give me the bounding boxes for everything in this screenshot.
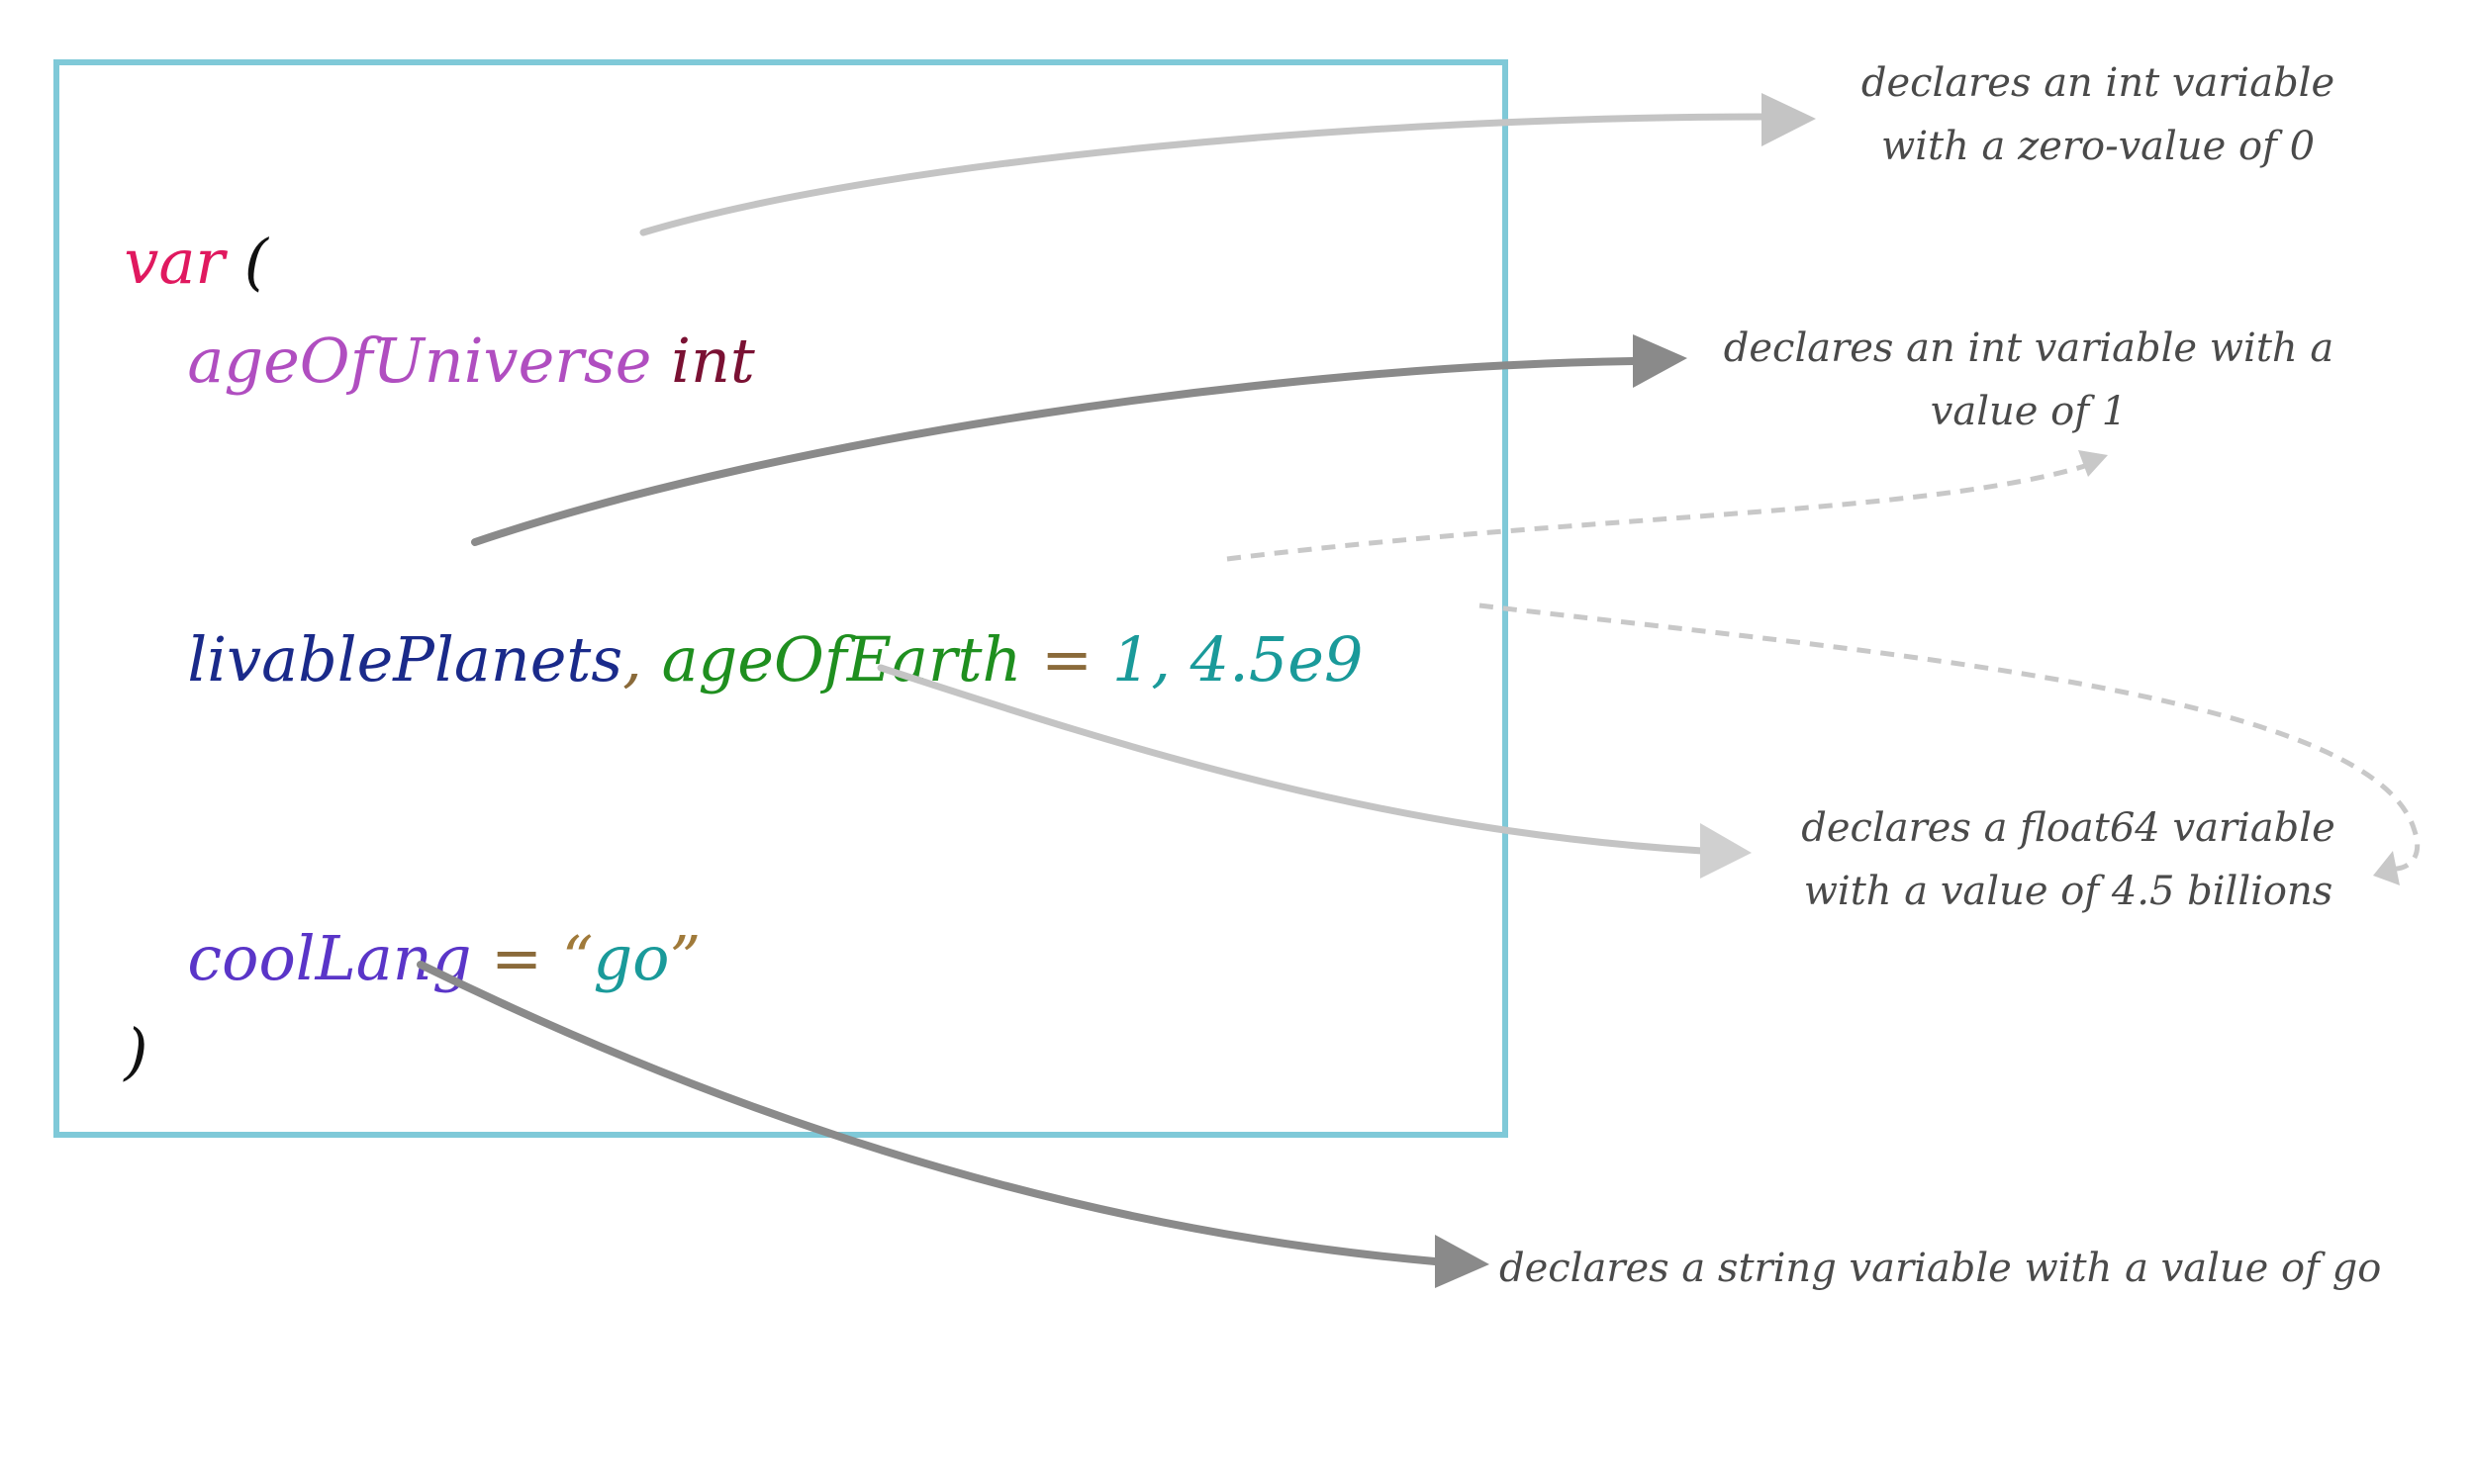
- open-paren: (: [243, 226, 268, 298]
- close-paren: ): [124, 1015, 148, 1087]
- arrow-age-of-universe: [639, 113, 1765, 236]
- arrowhead-2: [1633, 334, 1687, 388]
- assign-operator-2: =: [491, 922, 543, 994]
- arrowhead-1: [1761, 93, 1816, 146]
- arrow-value-4-5e9: [1478, 603, 2421, 872]
- arrow-age-of-earth: [877, 664, 1706, 855]
- arrowhead-5: [2373, 851, 2400, 885]
- arrowhead-3: [2078, 450, 2108, 477]
- code-line-cool-lang: coolLang = “go”: [148, 867, 701, 989]
- literal-values: 1, 4.5e9: [1111, 623, 1364, 696]
- code-block-frame: [53, 59, 1508, 1138]
- annotation-livable-planets: declares an int variable with a value of…: [1723, 325, 2334, 434]
- arrow-value-1: [1226, 462, 2089, 562]
- identifier-cool-lang: coolLang: [187, 922, 472, 994]
- arrowhead-4: [1700, 823, 1752, 879]
- identifier-livable-planets: livablePlanets: [187, 623, 623, 696]
- code-line-age-of-universe: ageOfUniverse int: [148, 269, 754, 392]
- string-literal-go: go: [593, 922, 670, 994]
- open-quote: “: [561, 922, 594, 994]
- keyword-var: var: [124, 226, 226, 298]
- annotation-age-of-earth: declares a float64 variable with a value…: [1801, 805, 2335, 914]
- arrow-cool-lang: [417, 961, 1439, 1265]
- assign-operator: =: [1041, 623, 1094, 696]
- type-int: int: [671, 325, 755, 397]
- close-quote: ”: [669, 922, 702, 994]
- identifier-age-of-universe: ageOfUniverse: [187, 325, 652, 397]
- annotation-age-of-universe: declares an int variable with a zero-val…: [1860, 60, 2335, 169]
- arrow-livable-planets: [471, 357, 1637, 546]
- close-paren-line: ): [85, 960, 147, 1082]
- code-line-var: var (: [85, 170, 268, 293]
- identifier-age-of-earth: ageOfEarth: [661, 623, 1022, 696]
- annotation-cool-lang: declares a string variable with a value …: [1499, 1246, 2382, 1291]
- code-line-livable-planets: livablePlanets, ageOfEarth = 1, 4.5e9: [148, 568, 1363, 691]
- arrowhead-6: [1435, 1235, 1489, 1288]
- comma: ,: [622, 623, 642, 696]
